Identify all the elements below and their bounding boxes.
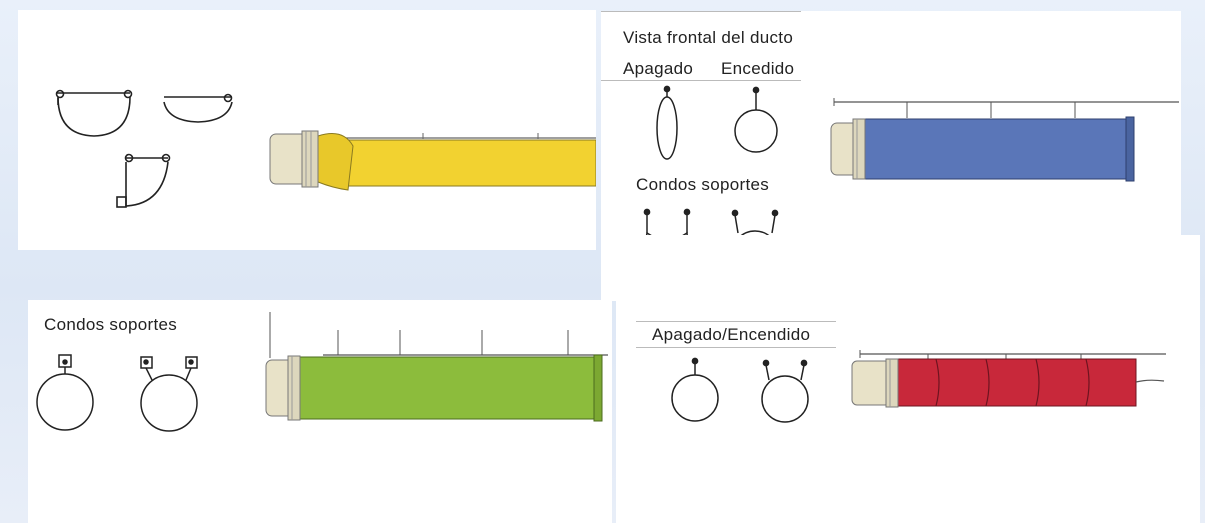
panel-half-round-yellow [18, 10, 596, 250]
front-view-title: Vista frontal del ducto [623, 28, 794, 47]
half-round-section-deep [55, 89, 133, 137]
green-duct-diagram [36, 312, 608, 432]
panel-supports-green: Condos soportes [28, 300, 612, 523]
two-support-round-section [140, 356, 198, 432]
supports-label-green: Condos soportes [44, 315, 178, 334]
two-support-section [761, 359, 809, 423]
panel-state-red: Apagado/Encendido [616, 235, 1200, 523]
state-on-label: Encedido [721, 59, 795, 78]
green-duct [265, 312, 608, 422]
quarter-round-section [116, 153, 171, 208]
supports-label: Condos soportes [636, 175, 770, 194]
red-duct [851, 350, 1166, 408]
state-off-label: Apagado [623, 59, 694, 78]
inflated-section [734, 86, 778, 153]
red-duct-diagram [671, 350, 1166, 423]
single-support-section [671, 357, 719, 422]
yellow-duct [269, 130, 596, 191]
blue-duct-diagram [643, 85, 1179, 278]
blue-duct [830, 98, 1179, 182]
state-label-red: Apagado/Encendido [652, 325, 811, 344]
single-support-round-section [36, 354, 94, 431]
yellow-duct-diagram [55, 89, 596, 208]
half-round-section-shallow [163, 93, 233, 123]
collapsed-section [656, 85, 678, 160]
